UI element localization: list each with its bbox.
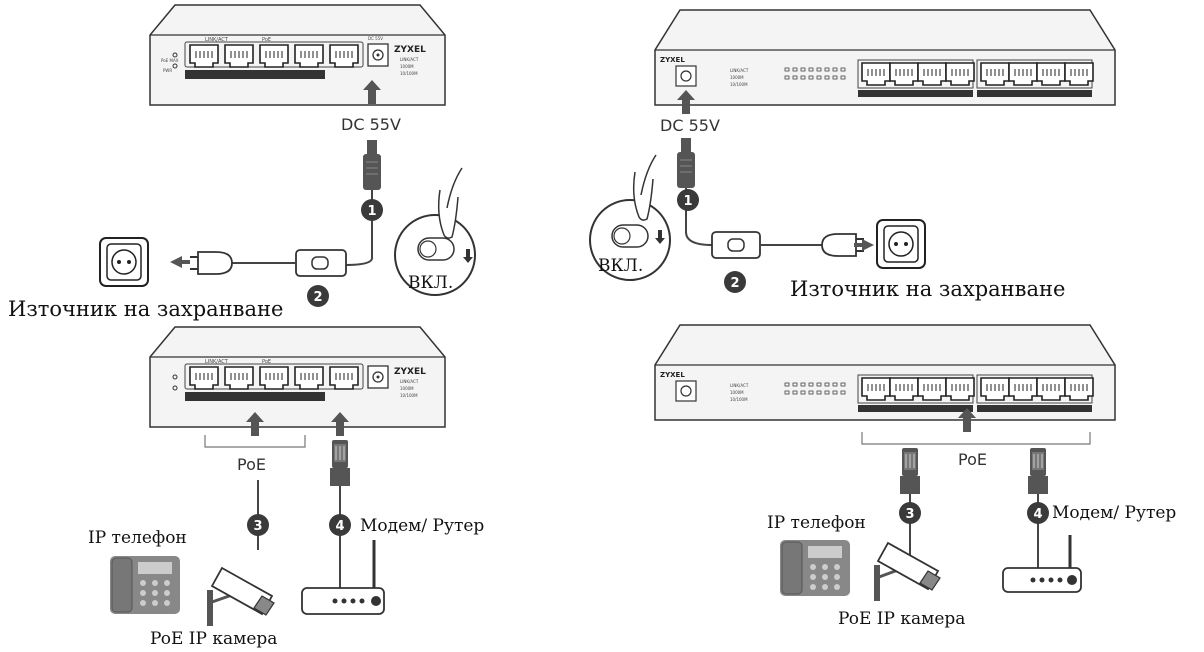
dc-55v-label-left: DC 55V bbox=[341, 115, 401, 134]
svg-text:3: 3 bbox=[905, 507, 914, 522]
switch-5port-top: LINK/ACT PoE PoE MAX PWR DC 55V ZYXEL LI… bbox=[149, 4, 446, 106]
step-2-badge-right: 2 bbox=[724, 271, 746, 293]
modem-router-label-right: Модем/ Рутер bbox=[1052, 503, 1176, 523]
svg-text:1: 1 bbox=[367, 204, 376, 219]
router-icon-left bbox=[301, 540, 385, 615]
power-on-label-left: ВКЛ. bbox=[408, 273, 453, 293]
power-source-label-right: Източник на захранване bbox=[790, 277, 1065, 301]
svg-text:ZYXEL: ZYXEL bbox=[394, 367, 426, 377]
switch-8port-bottom: ZYXEL LINK/ACT 1000M 10/100M bbox=[654, 324, 1116, 421]
svg-text:LINK/ACT: LINK/ACT bbox=[730, 383, 749, 388]
brand-logo: ZYXEL bbox=[394, 45, 426, 55]
poe-camera-icon-left bbox=[207, 566, 275, 626]
svg-text:PWR: PWR bbox=[163, 68, 172, 73]
svg-text:LINK/ACT: LINK/ACT bbox=[205, 37, 229, 43]
poe-ip-camera-label-right: PoE IP камера bbox=[838, 609, 965, 629]
switch-8port-top: ZYXEL LINK/ACT 1000M 10/100M bbox=[654, 9, 1116, 106]
step-4-badge-left: 4 bbox=[329, 514, 351, 536]
power-plug-left bbox=[197, 251, 233, 275]
router-icon-right bbox=[1002, 535, 1082, 593]
svg-text:ZYXEL: ZYXEL bbox=[660, 56, 685, 64]
svg-text:1000M: 1000M bbox=[400, 386, 414, 391]
svg-text:PoE MAX: PoE MAX bbox=[161, 58, 179, 63]
poe-camera-icon-right bbox=[874, 541, 941, 601]
svg-text:1000M: 1000M bbox=[730, 390, 744, 395]
step-1-badge-left: 1 bbox=[361, 199, 383, 221]
step-1-badge-right: 1 bbox=[677, 189, 699, 211]
svg-text:ZYXEL: ZYXEL bbox=[660, 371, 685, 379]
svg-text:2: 2 bbox=[730, 276, 739, 291]
poe-label-right: PoE bbox=[958, 450, 987, 469]
ip-phone-label-left: IP телефон bbox=[88, 528, 187, 548]
svg-text:1: 1 bbox=[683, 194, 692, 209]
modem-router-label-left: Модем/ Рутер bbox=[360, 516, 484, 536]
ip-phone-icon-left bbox=[110, 556, 180, 614]
svg-text:10/100M: 10/100M bbox=[400, 393, 418, 398]
wall-socket-left bbox=[99, 237, 149, 287]
ip-phone-icon-right bbox=[780, 540, 850, 596]
svg-text:LINK/ACT: LINK/ACT bbox=[205, 359, 229, 365]
power-plug-right bbox=[821, 233, 857, 257]
svg-text:10/100M: 10/100M bbox=[730, 397, 748, 402]
step-4-badge-right: 4 bbox=[1027, 502, 1049, 524]
svg-text:PoE: PoE bbox=[262, 359, 271, 365]
svg-text:LINK/ACT: LINK/ACT bbox=[400, 379, 419, 384]
svg-text:10/100M: 10/100M bbox=[400, 71, 418, 76]
poe-label-left: PoE bbox=[237, 455, 266, 474]
power-source-label-left: Източник на захранване bbox=[8, 297, 283, 321]
svg-text:3: 3 bbox=[253, 519, 262, 534]
svg-text:4: 4 bbox=[1033, 507, 1042, 522]
switch-5port-bottom: LINK/ACT PoE ZYXEL LINK/ACT 1000M 10/100… bbox=[149, 326, 446, 428]
svg-text:2: 2 bbox=[313, 290, 322, 305]
dc-55v-label-right: DC 55V bbox=[660, 116, 720, 135]
wall-socket-right bbox=[876, 219, 926, 269]
svg-text:LINK/ACT: LINK/ACT bbox=[400, 57, 419, 62]
svg-text:1000M: 1000M bbox=[400, 64, 414, 69]
ip-phone-label-right: IP телефон bbox=[767, 513, 866, 533]
svg-text:4: 4 bbox=[335, 519, 344, 534]
power-on-label-right: ВКЛ. bbox=[598, 256, 643, 276]
svg-text:PoE: PoE bbox=[262, 37, 271, 43]
svg-text:10/100M: 10/100M bbox=[730, 82, 748, 87]
step-3-badge-right: 3 bbox=[899, 502, 921, 524]
poe-ip-camera-label-left: PoE IP камера bbox=[150, 629, 277, 649]
step-2-badge-left: 2 bbox=[307, 285, 329, 307]
svg-text:LINK/ACT: LINK/ACT bbox=[730, 68, 749, 73]
step-3-badge-left: 3 bbox=[247, 514, 269, 536]
svg-text:1000M: 1000M bbox=[730, 75, 744, 80]
svg-text:DC 55V: DC 55V bbox=[368, 36, 383, 41]
